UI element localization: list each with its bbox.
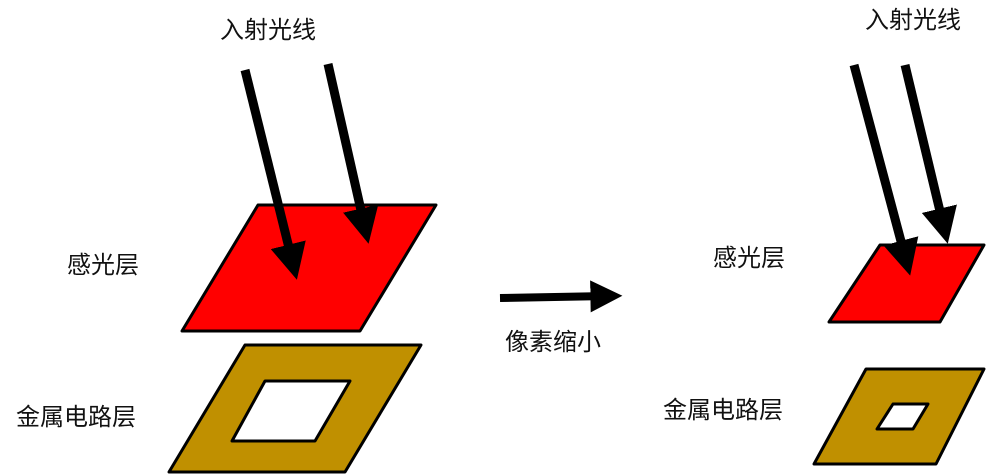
left-photosensitive-layer-label: 感光层 — [67, 251, 139, 279]
right-incident-arrow-1 — [849, 63, 919, 276]
right-incident-light-label: 入射光线 — [865, 6, 961, 34]
right-incident-arrow-2 — [900, 63, 957, 244]
left-metal-circuit-layer-label: 金属电路层 — [16, 403, 136, 431]
shrink-label: 像素缩小 — [505, 328, 601, 356]
left-photosensitive-layer — [180, 203, 438, 333]
right-metal-circuit-layer-label: 金属电路层 — [663, 396, 783, 424]
right-photosensitive-layer — [827, 243, 986, 324]
right-photosensitive-layer-label: 感光层 — [713, 244, 785, 272]
left-incident-light-label: 入射光线 — [220, 16, 316, 44]
left-incident-arrow-1 — [240, 68, 306, 280]
shrink-arrow — [499, 280, 623, 313]
right-metal-circuit-layer — [812, 367, 986, 466]
left-metal-circuit-layer — [167, 343, 423, 474]
left-incident-arrow-2 — [323, 63, 379, 244]
